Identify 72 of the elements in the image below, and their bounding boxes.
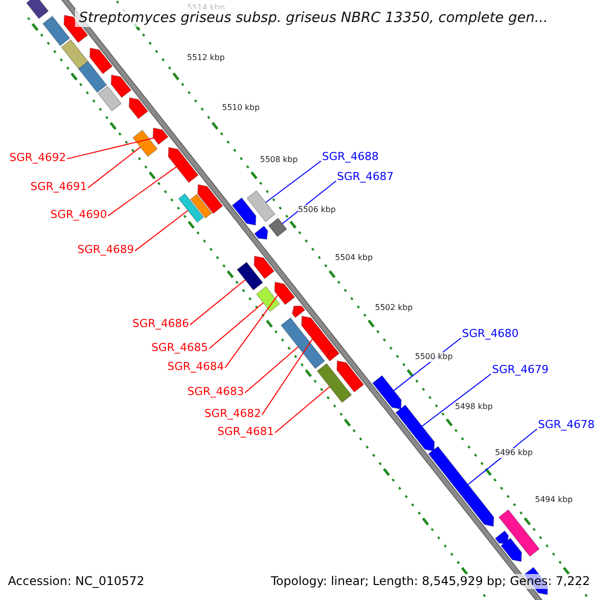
gene-feature: [280, 317, 326, 370]
gene-label: SGR_4691: [30, 180, 87, 193]
leader-line: [66, 138, 154, 160]
gene-feature: [268, 218, 288, 238]
gene-feature: [78, 60, 108, 93]
gene-label: SGR_4681: [217, 425, 274, 438]
gene-feature: [89, 48, 113, 74]
gene-feature: [190, 194, 212, 219]
scale-label: 5500 kbp: [415, 352, 453, 362]
gene-feature: [336, 360, 364, 393]
leader-line: [422, 374, 492, 427]
gene-feature: [168, 146, 199, 184]
gene-feature: [498, 509, 540, 557]
gene-label: SGR_4680: [462, 327, 519, 340]
gene-feature: [274, 282, 296, 306]
gene-label: SGR_4684: [167, 360, 224, 373]
gene-feature: [395, 404, 435, 452]
leader-line: [134, 210, 188, 252]
gene-feature: [42, 16, 70, 46]
scale-label: 5494 kbp: [535, 495, 573, 505]
leader-line: [265, 160, 322, 203]
gene-label: SGR_4690: [50, 208, 107, 221]
gene-label: SGR_4687: [337, 170, 394, 183]
scale-label: 5504 kbp: [335, 253, 373, 263]
scale-label: 5506 kbp: [298, 205, 336, 215]
scale-label: 5498 kbp: [455, 402, 493, 412]
scale-label: 5502 kbp: [375, 303, 413, 313]
gene-label: SGR_4682: [204, 407, 261, 420]
gene-label: SGR_4685: [151, 341, 208, 354]
gene-feature: [372, 375, 402, 410]
gene-label: SGR_4683: [187, 385, 244, 398]
gene-label: SGR_4686: [132, 317, 189, 330]
leader-line: [274, 386, 330, 434]
scale-label: 5508 kbp: [260, 155, 298, 165]
gene-feature: [500, 538, 522, 562]
gene-label: SGR_4679: [492, 363, 549, 376]
leader-line: [244, 346, 299, 394]
gene-feature: [152, 128, 169, 145]
leader-line: [190, 279, 246, 326]
gene-feature: [254, 226, 268, 240]
gene-feature: [128, 97, 148, 120]
gene-feature: [232, 197, 256, 226]
leader-line: [108, 166, 177, 216]
gene-feature: [236, 262, 264, 291]
gene-label: SGR_4678: [538, 418, 595, 431]
gene-label: SGR_4688: [322, 150, 379, 163]
gene-feature: [246, 190, 276, 222]
scale-label: 5512 kbp: [187, 53, 225, 63]
gene-feature: [110, 74, 132, 98]
gene-feature: [428, 446, 494, 527]
gene-feature: [494, 530, 509, 544]
gene-feature: [26, 0, 49, 20]
gene-feature: [254, 256, 275, 280]
leader-line: [262, 338, 313, 416]
gene-feature: [301, 316, 338, 359]
gene-feature: [178, 193, 204, 223]
leader-line: [282, 180, 336, 224]
scale-label: 5510 kbp: [222, 103, 260, 113]
gene-feature: [98, 86, 122, 112]
gene-label: SGR_4689: [77, 243, 134, 256]
leader-line: [208, 302, 264, 350]
gene-feature: [60, 39, 89, 70]
leader-line: [224, 294, 278, 368]
genome-stats-text: Topology: linear; Length: 8,545,929 bp; Genes: 7,222: [270, 574, 590, 589]
gene-label: SGR_4692: [9, 151, 66, 164]
gene-feature: [256, 286, 280, 312]
gene-feature: [316, 363, 352, 403]
gene-feature: [197, 184, 224, 214]
accession-text: Accession: NC_010572: [8, 574, 144, 589]
gene-feature: [132, 130, 158, 158]
scale-label: 5496 kbp: [495, 448, 533, 458]
leader-line: [88, 146, 141, 188]
